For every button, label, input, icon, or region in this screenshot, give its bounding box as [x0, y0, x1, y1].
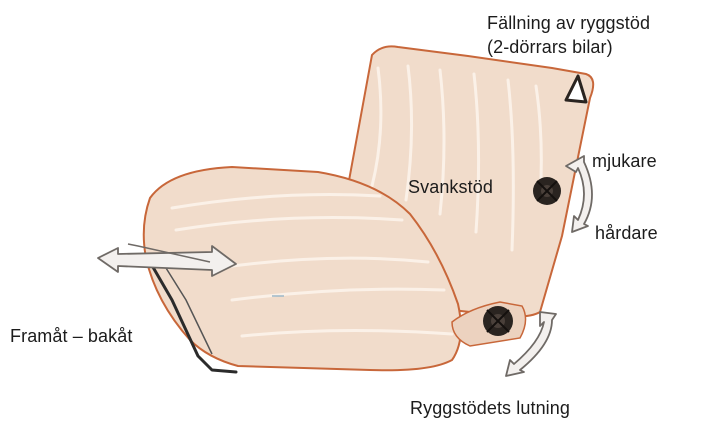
harder-label: hårdare	[595, 222, 658, 244]
backrest-tilt-label: Ryggstödets lutning	[410, 397, 570, 419]
backrest-fold-sublabel: (2-dörrars bilar)	[487, 36, 613, 58]
lumbar-knob-icon[interactable]	[533, 177, 561, 205]
tilt-knob-icon[interactable]	[483, 306, 513, 336]
softer-label: mjukare	[592, 150, 657, 172]
lumbar-support-label: Svankstöd	[408, 176, 493, 198]
forward-backward-label: Framåt – bakåt	[10, 325, 132, 347]
backrest-fold-label: Fällning av ryggstöd	[487, 12, 650, 34]
